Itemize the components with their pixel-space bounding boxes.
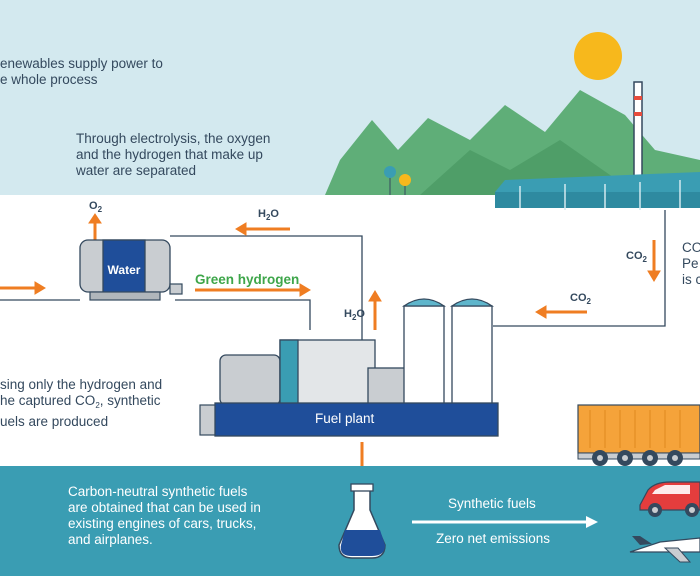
synthesis-co2-sub: 2 [95,401,100,410]
co2-mid-sub: 2 [586,297,591,306]
chimney-stripe [634,96,642,100]
synthesis-line-2: he captured CO2, synthetic [0,393,162,414]
flow-lines [0,210,666,365]
o2-label: O2 [89,200,102,214]
fuel-plant-label: Fuel plant [315,411,375,426]
result-line-3: existing engines of cars, trucks, [68,516,257,531]
wind-turbine-icon [384,166,411,195]
h2o-top-o: O [270,208,279,220]
electrolysis-line-3: water are separated [76,163,197,178]
co2-note-line-1: CO [682,240,700,255]
renewables-line-1: enewables supply power to [0,56,163,71]
h2o-side-o: O [356,308,365,320]
h2o-side-label: H2O [344,308,365,322]
fuel-flask-icon [338,483,386,559]
result-line-1: Carbon-neutral synthetic fuels [68,484,248,499]
result-line-2: are obtained that can be used in [68,500,261,515]
zero-emissions-label: Zero net emissions [436,531,551,546]
co2-right-sub: 2 [642,255,647,264]
co2-note-line-3: is c [682,272,700,287]
truck-icon [577,404,700,466]
renewables-line-2: e whole process [0,72,98,87]
airplane-icon [629,536,700,563]
h2o-top-sub: 2 [265,213,271,222]
green-hydrogen-label: Green hydrogen [195,272,300,287]
electrolysis-line-2: and the hydrogen that make up [76,147,263,162]
sun-icon [574,32,622,80]
h2o-top-h: H [258,208,266,220]
electrolysis-line-1: Through electrolysis, the oxygen [76,131,271,146]
synthesis-line-3: uels are produced [0,414,109,429]
result-note: Carbon-neutral synthetic fuels are obtai… [68,484,261,548]
synthetic-fuels-label: Synthetic fuels [448,496,536,511]
synthesis-line-1: sing only the hydrogen and [0,377,163,392]
mountain-range [325,90,700,195]
co2-right-text: CO [626,250,643,262]
synthesis-co2: he captured CO [0,393,96,408]
synthesis-note: sing only the hydrogen and he captured C… [0,377,162,430]
electrolysis-note: Through electrolysis, the oxygen and the… [76,131,270,179]
renewables-note: enewables supply power to e whole proces… [0,56,163,88]
fuel-plant-machinery [199,298,499,437]
electrolyzer-tank [79,239,183,301]
result-line-4: and airplanes. [68,532,153,547]
co2-right-label: CO2 [626,250,647,264]
fuels-arrow-head [586,516,598,528]
o2-label-text: O [89,200,98,212]
co2-mid-label: CO2 [570,292,591,306]
factory-body [495,192,700,208]
h2o-side-h: H [344,308,352,320]
car-icon [639,481,700,517]
o2-label-sub: 2 [97,205,103,214]
co2-note-line-2: Pe [682,256,699,271]
synthesis-rest: , synthetic [99,393,161,408]
co2-note: CO Pe is c [682,240,700,288]
h2o-top-label: H2O [258,208,279,222]
factory-vents [519,180,681,210]
co2-mid-text: CO [570,292,587,304]
h2o-side-sub: 2 [351,313,357,322]
water-label: Water [107,263,141,277]
chimney-stripe [634,112,642,116]
